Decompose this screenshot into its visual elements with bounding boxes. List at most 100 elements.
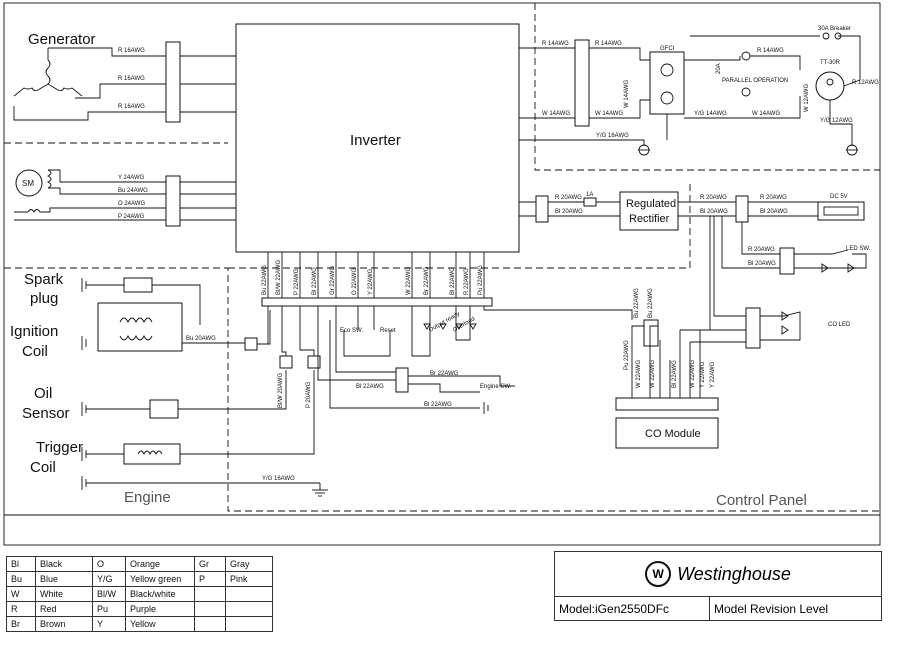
- legend-code: [194, 616, 226, 632]
- control-panel-connector: [261, 297, 493, 307]
- wire-label-o22-a: O 22AWG: [352, 268, 358, 295]
- spark-plug-label-1: Spark: [24, 271, 64, 288]
- legend-color: Pink: [225, 571, 273, 587]
- wire-label-y22-b: Y 22AWG: [700, 361, 706, 388]
- co-module-box: [615, 417, 719, 449]
- model-revision: Model Revision Level: [714, 601, 829, 616]
- legend-row: R Red Pu Purple: [6, 601, 273, 617]
- wire-label-bl22-e: Bl 22AWG: [672, 360, 678, 388]
- wire-label-bu22-a: Bu 22AWG: [262, 265, 268, 295]
- wire-label-bl20-b: Bl 20AWG: [700, 209, 728, 215]
- wire-label-bl-w20: Bl/W 20AWG: [278, 373, 284, 408]
- wire-label-r12: R 12AWG: [852, 80, 879, 86]
- indicator-led-icons: [423, 323, 477, 330]
- connector-engine-switch: [395, 367, 409, 393]
- legend-color: Gray: [225, 556, 273, 572]
- breaker-icon: [822, 32, 830, 40]
- brand-name: Westinghouse: [677, 563, 791, 584]
- trigger-label-1: Trigger: [36, 439, 83, 456]
- wire-label-p22-a: P 22AWG: [294, 268, 300, 295]
- outlet-ground-icon-right: [846, 144, 858, 156]
- wire-label-pu22-a: Pu 22AWG: [478, 265, 484, 295]
- legend-row: Bl Black O Orange Gr Gray: [6, 556, 273, 572]
- wire-label-bl22-a: Bl 22AWG: [312, 267, 318, 295]
- wire-label-blw22-a: Bl/W 22AWG: [276, 260, 282, 295]
- wire-label-p24: P 24AWG: [118, 214, 145, 220]
- wire-label-w22-c: W 22AWG: [650, 360, 656, 388]
- oil-sensor-icon: [149, 399, 179, 419]
- wire-gen-r16-1: [48, 47, 170, 57]
- led-icon-2: [847, 263, 855, 273]
- fuse-icon: [583, 197, 597, 207]
- reset-label: Reset: [380, 328, 396, 334]
- legend-color: Black/white: [125, 586, 195, 602]
- gfci-outlet-icon: [649, 51, 685, 115]
- legend-code: Gr: [194, 556, 226, 572]
- legend-code: [194, 601, 226, 617]
- wire-label-r22-a: R 22AWG: [464, 268, 470, 295]
- ignition-label-2: Coil: [22, 343, 48, 360]
- wire-label-bl22-d: Bl 22AWG: [424, 402, 452, 408]
- wire-label-r16-b: R 16AWG: [118, 76, 145, 82]
- wire-label-r16-a: R 16AWG: [118, 48, 145, 54]
- connector-led: [779, 247, 795, 275]
- fuse-label: 1A: [586, 192, 593, 198]
- wire-label-w14-b: W 14AWG: [595, 111, 623, 117]
- wire-label-p20: P 20AWG: [306, 381, 312, 408]
- rating-20a-label: 20A: [716, 63, 722, 74]
- dc-5v-port: [817, 201, 865, 221]
- wire-label-bu22-b: Bu 22AWG: [634, 288, 640, 318]
- legend-code: Y: [92, 616, 126, 632]
- connector-motor: [165, 175, 181, 227]
- legend-color: Orange: [125, 556, 195, 572]
- legend-code: W: [6, 586, 36, 602]
- gfci-label: GFCI: [660, 46, 675, 52]
- rectifier-label-1: Regulated: [626, 198, 676, 210]
- wire-label-w22-b: W 22AWG: [636, 360, 642, 388]
- inverter-output-pins: [267, 252, 485, 310]
- legend-color: Purple: [125, 601, 195, 617]
- legend-color: Black: [35, 556, 93, 572]
- wire-label-bu24: Bu 24AWG: [118, 188, 148, 194]
- trigger-coil-box: [123, 443, 181, 465]
- wire-label-y22-c: Y 22AWG: [710, 361, 716, 388]
- wire-label-br22-a: Br 22AWG: [424, 266, 430, 295]
- legend-color: Red: [35, 601, 93, 617]
- wire-label-w14-a: W 14AWG: [542, 111, 570, 117]
- legend-color: Yellow green: [125, 571, 195, 587]
- legend-code: P: [194, 571, 226, 587]
- wire-label-pu22-b: Pu 22AWG: [624, 340, 630, 370]
- wire-label-gr22-a: Gr 22AWG: [330, 266, 336, 295]
- ignition-coil-icon: [119, 317, 153, 324]
- led-icon-1: [821, 263, 829, 273]
- wire-label-bl20-c: Bl 20AWG: [760, 209, 788, 215]
- wire-label-yg14: Y/G 14AWG: [694, 111, 727, 117]
- wire-label-y24: Y 24AWG: [118, 175, 145, 181]
- wire-label-r14-a: R 14AWG: [542, 41, 569, 47]
- wire-label-r14-b: R 14AWG: [595, 41, 622, 47]
- outlet-boundary: [534, 3, 880, 171]
- stepper-motor-label: SM: [22, 179, 34, 188]
- legend-color: Yellow: [125, 616, 195, 632]
- engine-label: Engine: [124, 489, 171, 506]
- legend-code: Br: [6, 616, 36, 632]
- wire-label-w14-c: W 14AWG: [624, 80, 630, 108]
- generator-coil-icon: [13, 48, 83, 97]
- model-row: Model:iGen2550DFc Model Revision Level: [555, 597, 881, 620]
- wire-gen-r16-3: [13, 106, 170, 121]
- wire-label-r20-d: R 20AWG: [748, 247, 775, 253]
- wire-gen-r16-2: [75, 83, 170, 99]
- connector-rectifier-out: [735, 195, 749, 223]
- co-module-label: CO Module: [645, 428, 701, 440]
- motor-coil-icon: [46, 169, 52, 189]
- spark-plug-icon: [123, 277, 153, 293]
- connector-co-module: [643, 319, 659, 347]
- control-panel-boundary: [228, 180, 691, 269]
- color-legend-table: Bl Black O Orange Gr Gray Bu Blue Y/G Ye…: [6, 556, 273, 632]
- legend-code: O: [92, 556, 126, 572]
- wire-label-r20-a: R 20AWG: [555, 195, 582, 201]
- wire-label-br22-b: Br 22AWG: [430, 371, 459, 377]
- tt30r-label: TT-30R: [820, 60, 841, 66]
- legend-color: White: [35, 586, 93, 602]
